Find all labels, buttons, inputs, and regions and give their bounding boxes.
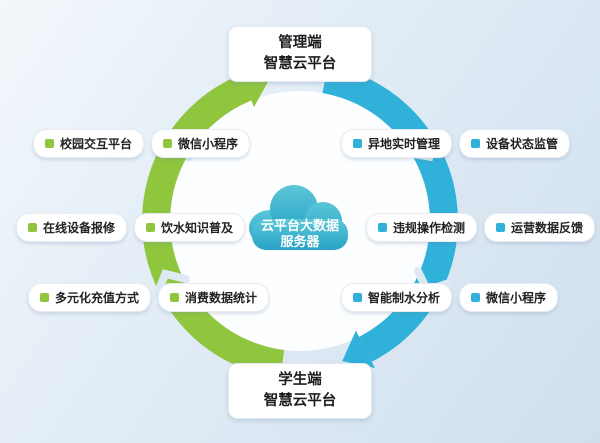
blue-bullet-square-icon: [496, 223, 506, 232]
student-node-line1: 学生端: [278, 372, 322, 388]
pill-wechat-mini-program-right: 微信小程序: [459, 283, 559, 312]
pill-label: 违规操作检测: [393, 221, 466, 235]
right-pill-row-2: 违规操作检测 运营数据反馈: [366, 213, 596, 242]
management-node: 管理端 智慧云平台: [228, 26, 372, 83]
blue-bullet-square-icon: [353, 293, 362, 302]
pill-recharge-methods: 多元化充值方式: [28, 283, 152, 312]
pill-device-status-supervision: 设备状态监管: [459, 129, 571, 158]
pill-remote-realtime-management: 异地实时管理: [341, 129, 453, 158]
pill-campus-interaction-platform: 校园交互平台: [33, 129, 145, 158]
pill-label: 微信小程序: [178, 137, 239, 151]
pill-operation-data-feedback: 运营数据反馈: [484, 213, 596, 242]
right-pill-row-1: 异地实时管理 设备状态监管: [341, 129, 571, 158]
green-bullet-square-icon: [40, 293, 49, 302]
blue-arrowhead-icon: [342, 330, 375, 368]
left-pill-row-3: 多元化充值方式 消费数据统计: [28, 283, 270, 312]
pill-violation-detection: 违规操作检测: [366, 213, 478, 242]
blue-bullet-square-icon: [471, 293, 481, 302]
management-node-line1: 管理端: [278, 35, 322, 51]
green-bullet-square-icon: [28, 223, 37, 232]
left-pill-row-2: 在线设备报修 饮水知识普及: [16, 213, 246, 242]
green-bullet-square-icon: [45, 139, 54, 148]
pill-label: 设备状态监管: [486, 137, 559, 151]
blue-bullet-square-icon: [378, 223, 387, 232]
pill-label: 饮水知识普及: [161, 221, 234, 235]
pill-smart-water-analysis: 智能制水分析: [341, 283, 453, 312]
student-node-line2: 智慧云平台: [263, 393, 337, 410]
pill-label: 微信小程序: [486, 291, 547, 305]
pill-consumption-stats: 消费数据统计: [158, 283, 270, 312]
pill-label: 运营数据反馈: [511, 221, 584, 235]
green-bullet-square-icon: [146, 223, 156, 232]
green-bullet-square-icon: [163, 139, 173, 148]
cloud-icon: [252, 219, 348, 250]
blue-cycle-arc: [322, 65, 458, 362]
pill-label: 异地实时管理: [368, 137, 441, 151]
pill-label: 多元化充值方式: [55, 291, 140, 305]
cloud-server-node: 云平台大数据 服务器: [249, 185, 348, 250]
management-node-line2: 智慧云平台: [263, 56, 337, 73]
pill-water-knowledge: 饮水知识普及: [134, 213, 246, 242]
cloud-label-line2: 服务器: [280, 234, 320, 249]
blue-bullet-square-icon: [353, 139, 362, 148]
pill-label: 智能制水分析: [368, 291, 441, 305]
pill-label: 在线设备报修: [43, 221, 116, 235]
student-node: 学生端 智慧云平台: [228, 363, 372, 420]
green-bullet-square-icon: [170, 293, 180, 302]
pill-label: 消费数据统计: [185, 291, 258, 305]
pill-online-device-repair: 在线设备报修: [16, 213, 128, 242]
cloud-label-line1: 云平台大数据: [261, 218, 339, 233]
left-pill-row-1: 校园交互平台 微信小程序: [33, 129, 251, 158]
pill-label: 校园交互平台: [60, 137, 133, 151]
right-pill-row-3: 智能制水分析 微信小程序: [341, 283, 559, 312]
pill-wechat-mini-program-left: 微信小程序: [151, 129, 251, 158]
blue-bullet-square-icon: [471, 139, 481, 148]
